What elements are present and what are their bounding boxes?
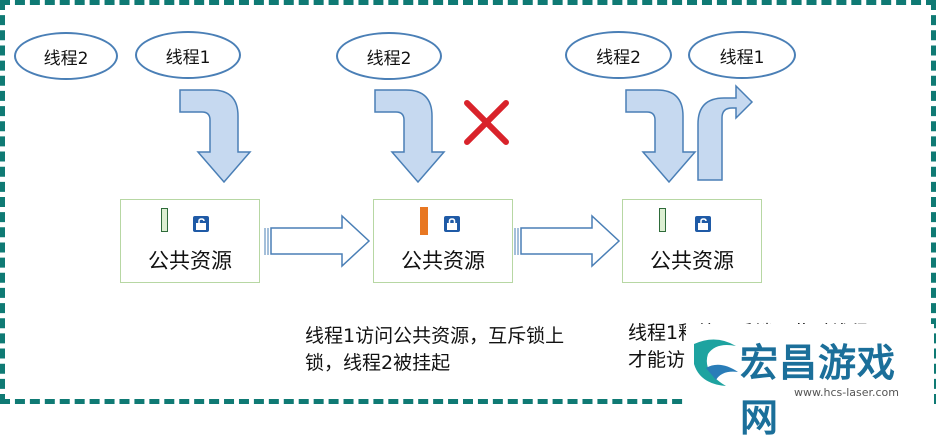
horizontal-arrow-2 <box>514 214 621 268</box>
locked-status-bar <box>420 207 428 235</box>
red-cross-icon <box>464 100 509 145</box>
thread-label: 线程2 <box>366 48 412 69</box>
thread1-ellipse-right: 线程1 <box>688 31 796 79</box>
resource-label: 公共资源 <box>148 249 232 273</box>
horizontal-arrow-1 <box>264 214 371 268</box>
down-bent-arrow-middle <box>374 89 446 184</box>
thread-label: 线程2 <box>596 47 641 68</box>
down-bent-arrow-left <box>179 89 252 184</box>
watermark-logo: 宏昌游戏网 www.hcs-laser.com <box>686 324 934 440</box>
unlocked-status-bar <box>659 208 666 232</box>
locked-padlock-icon <box>444 216 460 232</box>
resource-box-middle: 公共资源 <box>373 199 513 283</box>
thread-label: 线程1 <box>165 47 211 68</box>
resource-box-left: 公共资源 <box>120 199 260 283</box>
caption-right-line2: 才能访 <box>628 349 686 371</box>
caption-middle: 线程1访问公共资源，互斥锁上 锁，线程2被挂起 <box>305 323 564 377</box>
caption-middle-line2: 锁，线程2被挂起 <box>305 352 451 374</box>
dashed-frame <box>0 0 936 404</box>
caption-middle-line1: 线程1访问公共资源，互斥锁上 <box>305 325 565 347</box>
thread2-ellipse-left: 线程2 <box>14 32 118 80</box>
thread1-ellipse-left: 线程1 <box>135 31 241 79</box>
unlocked-status-bar <box>161 208 168 232</box>
thread2-ellipse-middle: 线程2 <box>336 32 442 80</box>
thread-label: 线程2 <box>43 48 89 69</box>
up-bent-arrow-right <box>697 84 754 181</box>
thread2-ellipse-right: 线程2 <box>565 31 672 79</box>
logo-url: www.hcs-laser.com <box>794 386 899 399</box>
resource-label: 公共资源 <box>401 249 485 273</box>
unlocked-padlock-icon <box>193 216 209 232</box>
down-bent-arrow-right <box>625 89 697 184</box>
diagram-arrows <box>179 84 754 268</box>
unlocked-padlock-icon <box>695 216 711 232</box>
resource-label: 公共资源 <box>650 249 734 273</box>
swoosh-logo-icon <box>694 339 738 386</box>
thread-label: 线程1 <box>719 47 765 68</box>
resource-box-right: 公共资源 <box>622 199 762 283</box>
